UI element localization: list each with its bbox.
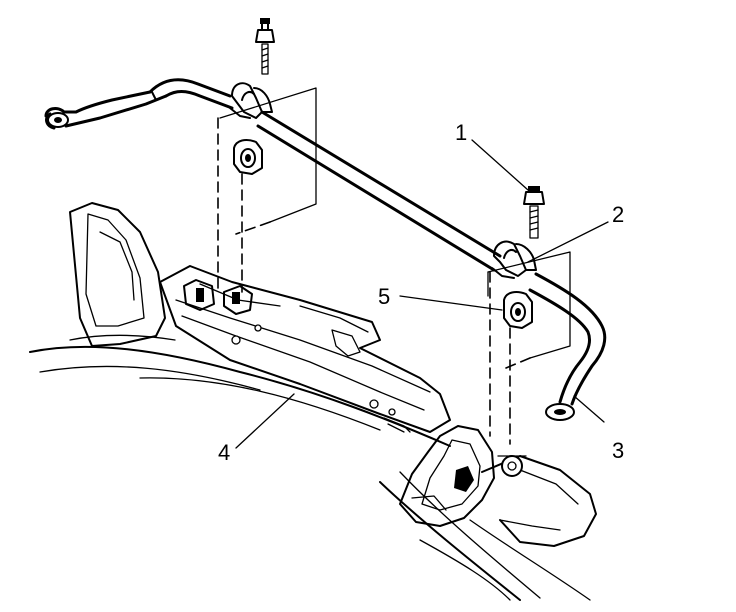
- leader-lines: [235, 139, 609, 449]
- left-bushing-clamp: [217, 18, 317, 293]
- callout-1: 1: [455, 120, 467, 145]
- vehicle-frame: [29, 202, 597, 601]
- callout-2: 2: [612, 202, 624, 227]
- callout-5: 5: [378, 284, 390, 309]
- callout-4: 4: [218, 440, 230, 465]
- stabilizer-bar: [44, 78, 607, 421]
- callout-3: 3: [612, 438, 624, 463]
